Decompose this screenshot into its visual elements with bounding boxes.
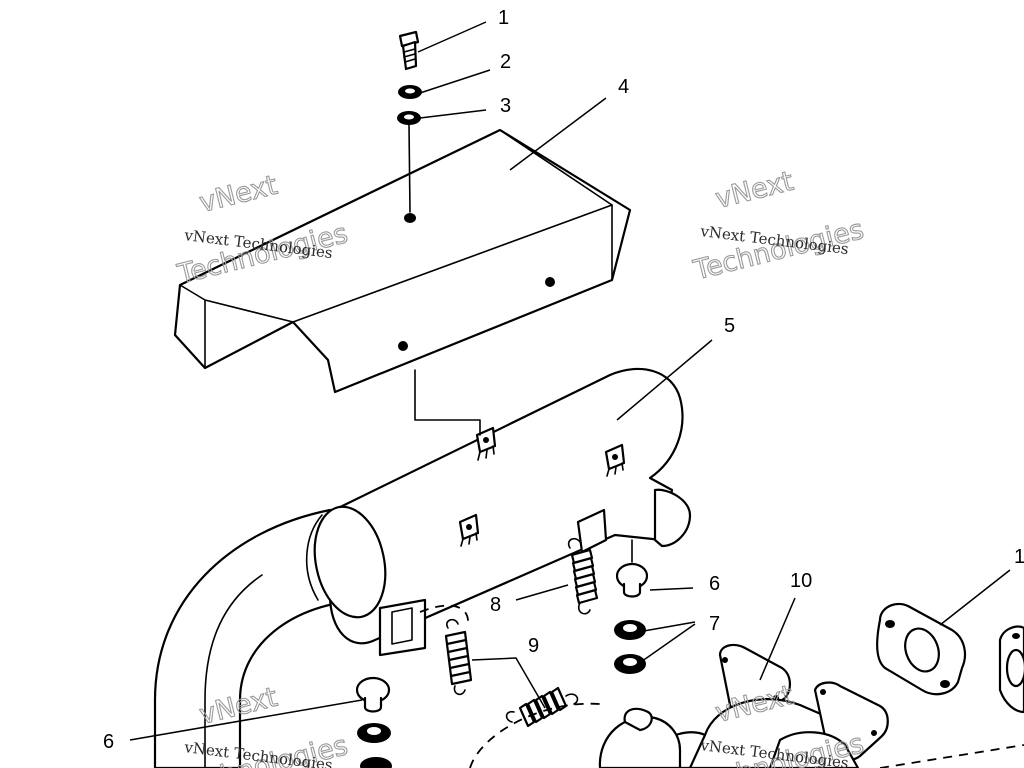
callout-4: 4 xyxy=(618,76,629,98)
washer-7-lower xyxy=(614,654,646,674)
callout-6-left: 6 xyxy=(103,731,114,753)
washer-7-upper xyxy=(614,620,646,640)
flange-gasket-11 xyxy=(876,602,1024,714)
callout-6-right: 6 xyxy=(709,573,720,595)
washer-2 xyxy=(398,85,422,99)
exhaust-path-dashed xyxy=(469,702,601,768)
alignment-guide-line xyxy=(414,369,481,436)
callout-2: 2 xyxy=(500,51,511,73)
callout-8: 8 xyxy=(490,594,501,616)
muffler-lower-bracket xyxy=(378,598,427,657)
muffler xyxy=(305,367,692,657)
bolt-axis-line xyxy=(408,124,411,213)
heat-shield xyxy=(173,128,632,394)
exhaust-manifold-10 xyxy=(598,643,889,768)
callout-9: 9 xyxy=(528,635,539,657)
watermark-brand: vNext xyxy=(196,170,280,219)
spring-9-diagonal xyxy=(505,686,579,728)
spring-path-dashed xyxy=(419,604,469,626)
callout-5: 5 xyxy=(724,315,735,337)
muffler-bracket-top xyxy=(475,426,497,461)
spring-8 xyxy=(567,537,599,615)
washer-lower-left xyxy=(357,723,392,768)
callout-11: 1 xyxy=(1014,546,1024,568)
callout-1: 1 xyxy=(498,7,509,29)
callout-10: 10 xyxy=(790,570,812,592)
callout-7: 7 xyxy=(709,613,720,635)
bolt-1 xyxy=(398,30,420,71)
callout-labels: 1 2 3 4 5 6 7 8 9 10 1 6 xyxy=(103,7,1024,753)
muffler-bracket-front xyxy=(458,513,480,547)
callout-3: 3 xyxy=(500,95,511,117)
washer-3 xyxy=(397,111,421,125)
grommet-6-right xyxy=(615,562,649,598)
muffler-bracket-right xyxy=(604,443,626,477)
leader-lines xyxy=(129,21,1011,741)
grommet-6-left xyxy=(355,676,391,713)
spring-9-vertical xyxy=(444,618,473,696)
watermark-upper-right: vNext Technologies xyxy=(689,165,867,287)
flange-path-dashed xyxy=(879,744,1024,768)
watermark-brand: vNext xyxy=(712,166,796,215)
